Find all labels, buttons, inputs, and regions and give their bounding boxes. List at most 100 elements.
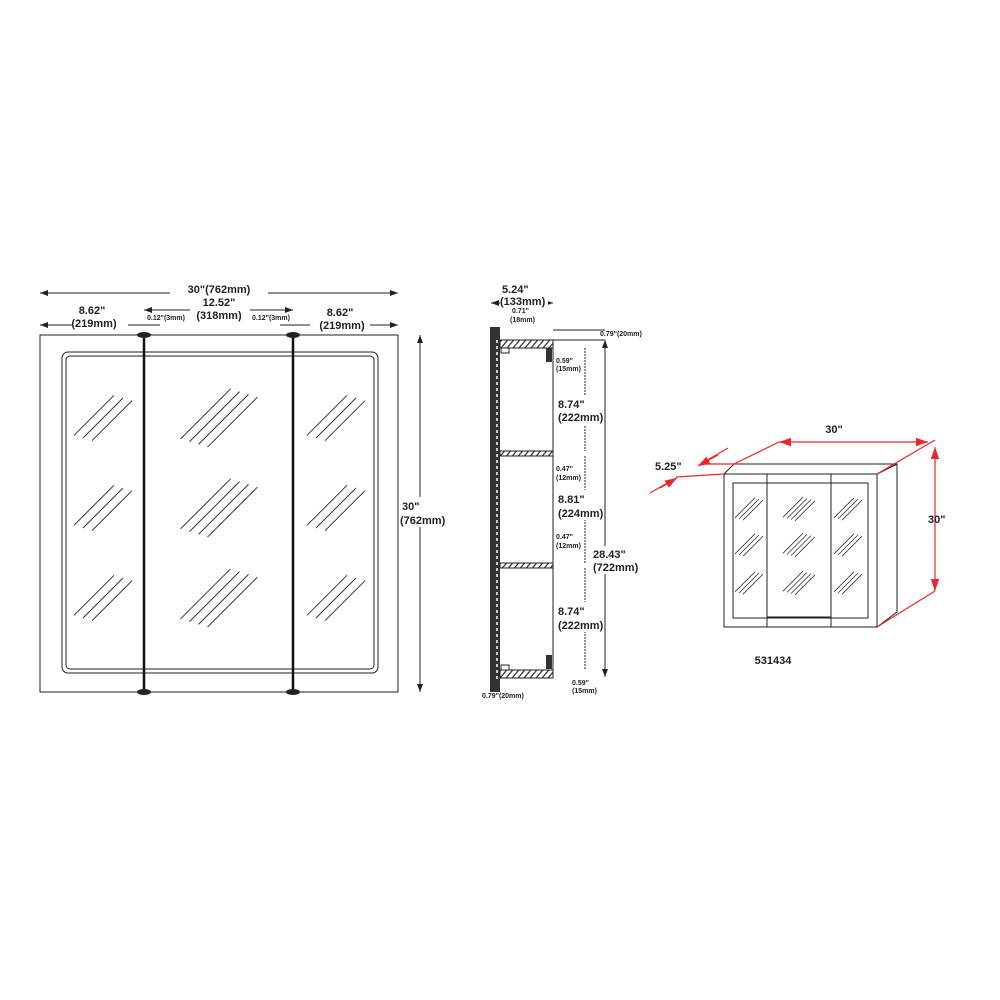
- isometric-view: 30" 30" 5.25" 531434: [649, 424, 945, 667]
- interior-height-mm-label: (722mm): [593, 562, 639, 574]
- glass-reflection-mark: [837, 534, 859, 556]
- glass-reflection-mark: [73, 484, 115, 526]
- glass-reflection-mark: [738, 534, 760, 556]
- glass-reflection-mark: [738, 572, 760, 594]
- glass-reflection-mark: [73, 574, 115, 616]
- side-view: 5.24" (133mm) 0.71" (18mm) 0.79"(20mm) 0…: [482, 284, 642, 700]
- glass-reflection-mark: [198, 483, 249, 535]
- glass-reflection-mark: [198, 393, 249, 445]
- section3-label: 8.74": [558, 606, 585, 618]
- glass-reflection-mark: [837, 498, 859, 520]
- glass-reflection-mark: [837, 572, 859, 594]
- glass-reflection-mark: [324, 400, 366, 442]
- height-label: 30": [402, 501, 419, 513]
- glass-reflection-marks: [73, 388, 366, 628]
- shelf1-mm-label: (12mm): [556, 475, 581, 482]
- interior-height-label: 28.43": [593, 549, 626, 561]
- shelf-2: [499, 562, 554, 569]
- glass-reflection-mark: [306, 484, 348, 526]
- section1-label: 8.74": [558, 399, 585, 411]
- glass-reflection-mark: [734, 533, 756, 555]
- bottom-offset-label: 0.79"(20mm): [482, 693, 524, 700]
- top-gap-mm-label: (15mm): [556, 366, 581, 373]
- door-section: [490, 327, 500, 692]
- iso-depth-label: 5.25": [655, 461, 682, 473]
- top-panel: [499, 339, 554, 349]
- glass-reflection-mark: [782, 496, 804, 518]
- shelf1-label: 0.47": [556, 466, 573, 473]
- glass-reflection-mark: [189, 481, 240, 533]
- glass-reflection-mark: [306, 394, 348, 436]
- glass-reflection-mark: [833, 497, 855, 519]
- cabinet-outline: [39, 334, 399, 693]
- glass-reflection-mark: [189, 571, 240, 623]
- iso-width-label: 30": [825, 424, 842, 436]
- hinge-icon: [286, 689, 300, 695]
- gap-right-label: 0.12"(3mm): [252, 315, 290, 322]
- glass-reflection-mark: [734, 571, 756, 593]
- glass-reflection-mark: [790, 499, 812, 520]
- glass-reflection-mark: [841, 573, 863, 595]
- glass-reflection-mark: [315, 397, 357, 439]
- overall-width-label: 30"(762mm): [188, 284, 251, 296]
- glass-reflection-mark: [91, 490, 133, 532]
- glass-reflection-mark: [315, 487, 357, 529]
- glass-reflection-mark: [306, 574, 348, 616]
- glass-reflection-mark: [742, 499, 764, 521]
- right-width-mm-label: (219mm): [319, 320, 365, 332]
- glass-reflection-mark: [786, 534, 808, 555]
- section2-label: 8.81": [558, 494, 585, 506]
- top-offset-label: 0.79"(20mm): [600, 331, 642, 338]
- center-width-label: 12.52": [203, 297, 236, 309]
- glass-reflection-mark: [833, 571, 855, 593]
- glass-reflection-mark: [315, 577, 357, 619]
- glass-reflection-mark: [841, 499, 863, 521]
- gap-left-label: 0.12"(3mm): [147, 315, 185, 322]
- front-view: 30"(762mm) 12.52" (318mm) 8.62" (219mm) …: [39, 283, 446, 695]
- glass-reflection-mark: [324, 490, 366, 532]
- glass-reflection-mark: [794, 574, 816, 596]
- glass-reflection-mark: [734, 497, 756, 519]
- top-gap-label: 0.59": [556, 358, 573, 365]
- glass-reflection-mark: [82, 397, 124, 439]
- glass-reflection-mark: [180, 388, 231, 440]
- hinge-icon: [137, 332, 151, 338]
- iso-glass-reflection-marks: [734, 496, 863, 596]
- mirror-light-frame: [61, 351, 379, 674]
- bottom-panel: [499, 669, 554, 679]
- glass-reflection-mark: [790, 573, 812, 594]
- left-width-mm-label: (219mm): [71, 318, 117, 330]
- iso-height-label: 30": [928, 514, 945, 526]
- glass-reflection-mark: [207, 576, 258, 628]
- glass-reflection-mark: [786, 572, 808, 593]
- bottom-gap-mm-label: (15mm): [572, 688, 597, 695]
- right-width-label: 8.62": [327, 307, 354, 319]
- depth-mm-label: (133mm): [500, 296, 546, 308]
- door-thickness-label: 0.71": [512, 308, 529, 315]
- glass-reflection-mark: [786, 498, 808, 519]
- center-width-mm-label: (318mm): [196, 310, 242, 322]
- iso-mirror-frame: [732, 482, 869, 619]
- shelf2-mm-label: (12mm): [556, 543, 581, 550]
- bottom-gap-label: 0.59": [572, 680, 589, 687]
- section1-mm-label: (222mm): [558, 412, 604, 424]
- shelf2-label: 0.47": [556, 534, 573, 541]
- glass-reflection-mark: [790, 535, 812, 556]
- glass-reflection-mark: [833, 533, 855, 555]
- glass-reflection-mark: [198, 573, 249, 625]
- glass-reflection-mark: [91, 580, 133, 622]
- section3-mm-label: (222mm): [558, 620, 604, 632]
- glass-reflection-mark: [207, 486, 258, 538]
- glass-reflection-mark: [73, 394, 115, 436]
- door-thickness-mm-label: (18mm): [510, 317, 535, 324]
- left-width-label: 8.62": [79, 305, 106, 317]
- depth-label: 5.24": [502, 284, 529, 296]
- glass-reflection-mark: [782, 532, 804, 554]
- shelf-1: [499, 450, 554, 457]
- glass-reflection-mark: [82, 487, 124, 529]
- glass-reflection-mark: [189, 391, 240, 443]
- glass-reflection-mark: [82, 577, 124, 619]
- glass-reflection-mark: [742, 535, 764, 557]
- section2-mm-label: (224mm): [558, 508, 604, 520]
